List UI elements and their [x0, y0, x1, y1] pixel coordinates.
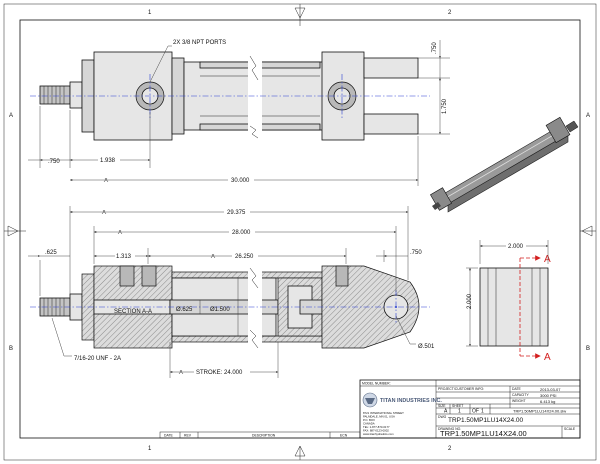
clevis-lower — [363, 113, 419, 135]
isometric-view — [430, 116, 579, 213]
section-view — [30, 265, 430, 349]
zone-bottom-2: 2 — [448, 446, 452, 452]
zone-left-a: A — [9, 113, 13, 119]
rod-thread — [39, 85, 71, 105]
section-label: SECTION A-A — [114, 309, 152, 315]
top-view-dimensions: 2X 3/8 NPT PORTS .750 1.938 30.000 .750 … — [28, 40, 450, 186]
svg-text:TEL: 1-877-873-0177: TEL: 1-877-873-0177 — [363, 425, 390, 429]
svg-text:CANADA: CANADA — [363, 422, 375, 426]
company-address: 8721 INTERNATIONAL STREET PALMDALE, MN 0… — [363, 411, 404, 436]
section-marker-top: A — [544, 254, 551, 265]
dim-clevis: .750 — [410, 250, 422, 256]
rod-nut — [69, 81, 83, 109]
dim-port-offset: 1.313 — [116, 254, 132, 260]
bore-diameter: Ø1.500 — [210, 307, 230, 313]
weight-label: WEIGHT — [512, 399, 526, 403]
project-label: PROJECT/CUSTOMER INFO: — [438, 387, 484, 391]
dim-left-small: .625 — [45, 250, 57, 256]
end-view: A A 2.000 2.000 — [466, 240, 551, 363]
svg-text:P.O. BOX: P.O. BOX — [363, 418, 375, 422]
company-name: TITAN INDUSTRIES INC. — [380, 398, 442, 404]
rev-header-rev: REV — [184, 434, 192, 438]
rev-header-date: DATE — [164, 434, 174, 438]
scale-label: SCALE — [564, 427, 576, 431]
section-marker-bottom: A — [544, 352, 551, 363]
end-view-width: 2.000 — [508, 244, 524, 250]
dim-overall: 30.000 — [231, 178, 250, 184]
capacity-value: 3000 PSI — [540, 393, 556, 398]
model-label: DRAWING NO. — [438, 427, 461, 431]
zone-right-b: B — [586, 346, 590, 352]
dim-height: 1.750 — [442, 98, 448, 114]
weight-value: 6.413 kg — [540, 399, 555, 404]
svg-text:FAX: 887-0123-0002: FAX: 887-0123-0002 — [363, 429, 389, 433]
svg-text:www.titanhydraulics.com: www.titanhydraulics.com — [363, 432, 394, 436]
date-value: 2013-03-07 — [540, 387, 561, 392]
company-logo: TITAN INDUSTRIES INC. — [362, 392, 442, 408]
section-view-dimensions: 29.375 28.000 .625 1.313 26.250 .750 SEC… — [28, 206, 435, 378]
capacity-label: CAPACITY — [512, 393, 529, 397]
end-view-height: 2.000 — [467, 293, 473, 309]
file-name: TRP1.50MP1LU14X24.00.slw — [513, 409, 566, 414]
end-view-block — [479, 267, 549, 347]
dim-rod-extension: .750 — [48, 159, 60, 165]
centering-marks — [4, 4, 596, 460]
svg-text:8721 INTERNATIONAL STREET: 8721 INTERNATIONAL STREET — [363, 411, 404, 415]
of-label: OF — [472, 409, 479, 415]
rev-header-ecn: ECN — [340, 434, 348, 438]
pin-hole-diameter: Ø.501 — [418, 344, 435, 350]
title-block: MODEL NUMBER: PROJECT/CUSTOMER INFO: DAT… — [359, 379, 581, 439]
drawing-label: DWG — [438, 415, 447, 419]
dim-mid: 28.000 — [232, 230, 251, 236]
revision-block: DATE REV DESCRIPTION ECN — [159, 431, 361, 439]
thread-note: 7/16-20 UNF - 2A — [74, 356, 121, 362]
top-view — [30, 51, 430, 141]
model-number: TRP1.50MP1LU14X24.00 — [440, 429, 527, 438]
stroke-length: STROKE: 24.000 — [196, 370, 243, 376]
dim-upper-right: .750 — [432, 42, 438, 54]
clevis-upper — [363, 57, 419, 79]
zone-bottom-1: 1 — [148, 446, 152, 452]
section-clevis — [321, 265, 420, 349]
sheet-value: 1 — [458, 409, 461, 415]
zone-left-b: B — [9, 346, 13, 352]
dim-top: 29.375 — [227, 210, 246, 216]
dim-body: 26.250 — [235, 254, 254, 260]
dim-port-location: 1.938 — [100, 158, 116, 164]
drawing-title: TRP1.50MP1LU14X24.00 — [448, 417, 524, 424]
of-value: 1 — [481, 409, 484, 415]
zone-top-1: 1 — [148, 10, 152, 16]
ports-note: 2X 3/8 NPT PORTS — [173, 40, 226, 46]
zone-top-2: 2 — [448, 10, 452, 16]
sheet-label: SHEET — [452, 404, 463, 408]
rev-header-description: DESCRIPTION — [252, 434, 276, 438]
rod-thread-ticks — [43, 86, 65, 104]
date-label: DATE — [512, 387, 522, 391]
zone-right-a: A — [586, 113, 590, 119]
rod-diameter: Ø.625 — [176, 307, 193, 313]
svg-text:PALMDALE, MN 01, USA: PALMDALE, MN 01, USA — [363, 415, 395, 419]
size-value: A — [444, 409, 448, 415]
zone-labels: 1 2 1 2 A B A B — [9, 10, 590, 452]
model-number-label: MODEL NUMBER: — [362, 382, 391, 386]
size-label: SIZE — [438, 404, 446, 408]
